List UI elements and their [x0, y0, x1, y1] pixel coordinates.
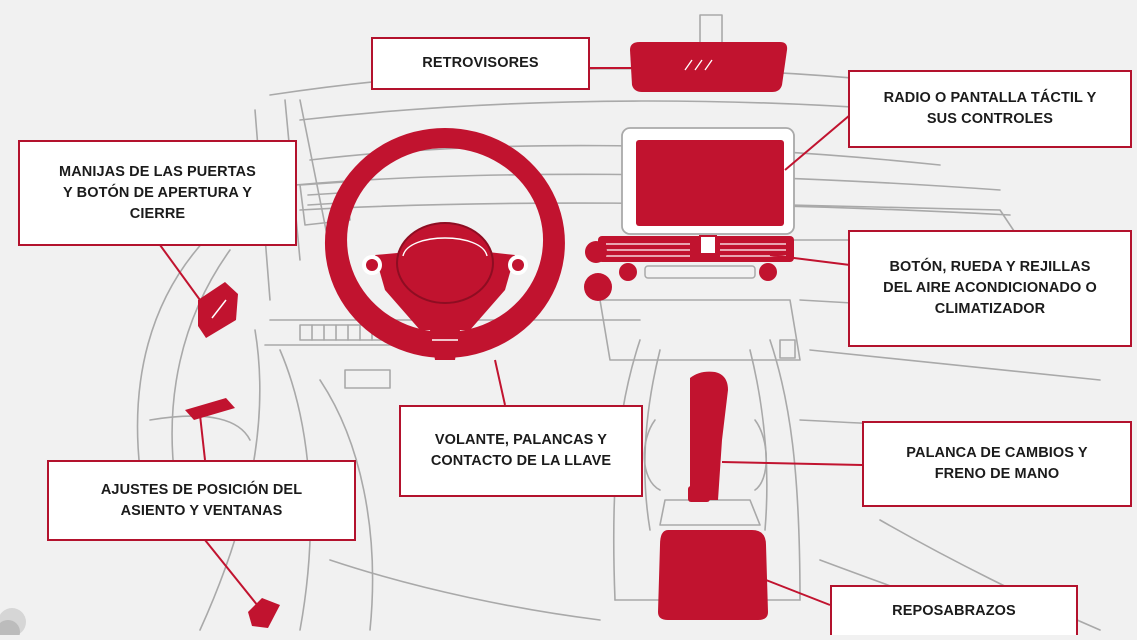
mirror-glare — [684, 59, 713, 71]
leader-lines — [159, 67, 863, 607]
callout-wheel-text: VOLANTE, PALANCAS Y CONTACTO DE LA LLAVE — [430, 432, 612, 469]
callout-gear-text: PALANCA DE CAMBIOS Y FRENO DE MANO — [906, 445, 1088, 482]
touchscreen — [636, 140, 784, 226]
callout-wheel: VOLANTE, PALANCAS Y CONTACTO DE LA LLAVE — [399, 405, 643, 497]
callout-mirrors: RETROVISORES — [371, 37, 590, 90]
callout-mirrors-text: RETROVISORES — [422, 55, 539, 71]
callout-climate-text: BOTÓN, RUEDA Y REJILLAS DEL AIRE ACONDIC… — [883, 259, 1097, 317]
callout-gear: PALANCA DE CAMBIOS Y FRENO DE MANO — [862, 421, 1132, 507]
gear-lever — [688, 371, 728, 502]
callout-radio: RADIO O PANTALLA TÁCTIL Y SUS CONTROLES — [848, 70, 1132, 148]
rearview-mirror — [630, 42, 788, 92]
callout-seat: AJUSTES DE POSICIÓN DEL ASIENTO Y VENTAN… — [47, 460, 356, 541]
callout-armrest: REPOSABRAZOS — [830, 585, 1078, 635]
climate-controls — [584, 235, 794, 301]
armrest — [658, 530, 768, 620]
steering-wheel — [324, 128, 565, 360]
callout-door-text: MANIJAS DE LAS PUERTAS Y BOTÓN DE APERTU… — [59, 163, 256, 222]
callout-door: MANIJAS DE LAS PUERTAS Y BOTÓN DE APERTU… — [18, 140, 297, 246]
callout-radio-text: RADIO O PANTALLA TÁCTIL Y SUS CONTROLES — [883, 90, 1097, 127]
seat-adjuster — [248, 598, 280, 628]
callout-armrest-text: REPOSABRAZOS — [892, 602, 1016, 619]
callout-seat-text: AJUSTES DE POSICIÓN DEL ASIENTO Y VENTAN… — [100, 481, 303, 519]
callout-climate: BOTÓN, RUEDA Y REJILLAS DEL AIRE ACONDIC… — [848, 230, 1132, 347]
door-handle-detail — [211, 299, 227, 319]
window-switch — [185, 398, 235, 420]
